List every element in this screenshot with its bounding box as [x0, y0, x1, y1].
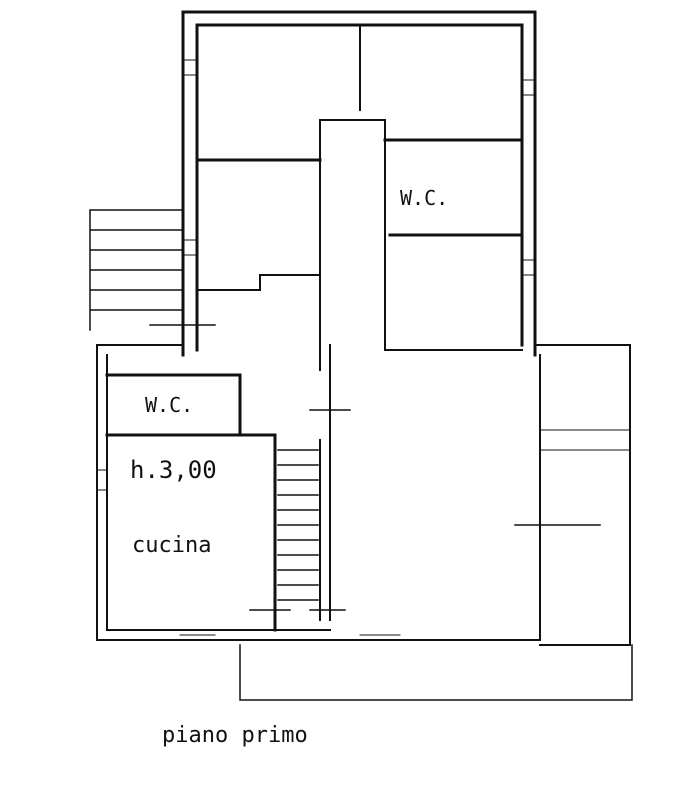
balcony-left [89, 209, 184, 331]
wc-upper-label: W.C. [400, 186, 448, 210]
staircase [277, 449, 319, 601]
plan-caption: piano primo [162, 723, 308, 748]
kitchen-label: cucina [132, 533, 211, 558]
outer-walls [96, 10, 633, 701]
windows [96, 59, 631, 636]
height-label: h.3,00 [130, 456, 217, 484]
wc-lower-label: W.C. [145, 393, 193, 417]
interior-walls [105, 24, 601, 632]
